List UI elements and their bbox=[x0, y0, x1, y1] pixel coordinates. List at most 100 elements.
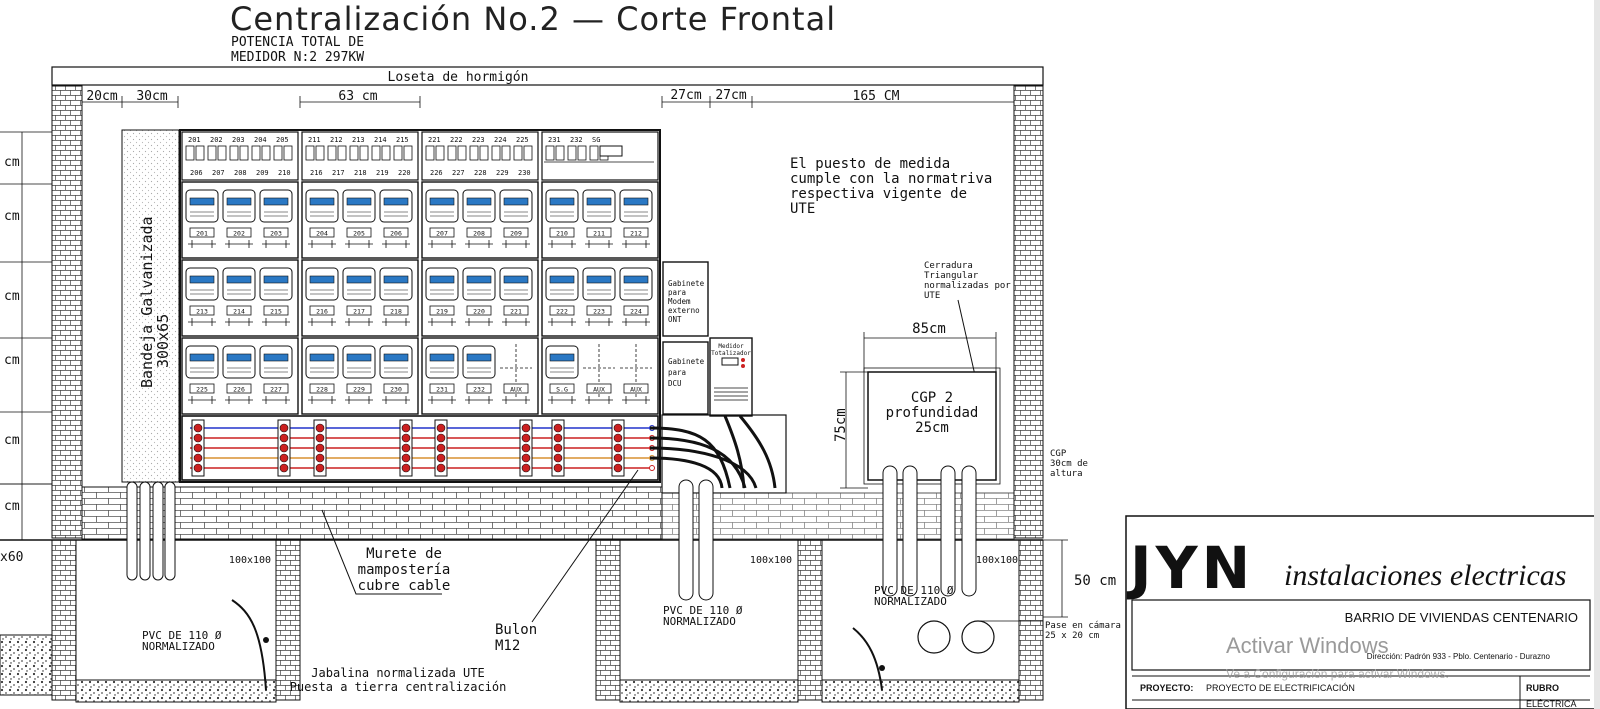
breaker-label-lower: 220 bbox=[398, 169, 411, 177]
bolt-leader-line bbox=[531, 469, 639, 623]
meter-fuse bbox=[431, 318, 453, 326]
breaker-switch bbox=[217, 145, 227, 161]
breaker-switch bbox=[315, 145, 325, 161]
meter-tag bbox=[429, 305, 455, 316]
tray-conduits bbox=[126, 481, 176, 581]
energy-meter bbox=[259, 189, 293, 223]
left-cm-label: cm bbox=[4, 353, 20, 368]
meter-tag-label: AUX bbox=[510, 386, 522, 394]
breaker-label-lower: 218 bbox=[354, 169, 367, 177]
meter-fuse bbox=[588, 318, 610, 326]
meter-tag bbox=[586, 383, 612, 394]
meter-fuse bbox=[191, 318, 213, 326]
meter-display bbox=[586, 275, 612, 284]
busbar-bolt bbox=[193, 423, 203, 433]
meter-tag bbox=[586, 305, 612, 316]
meter-tag bbox=[383, 383, 409, 394]
tray-label-2: 300x65 bbox=[154, 314, 172, 368]
meter-tag bbox=[503, 227, 529, 238]
meter-terminals bbox=[310, 367, 334, 373]
busbar-bolt bbox=[521, 433, 531, 443]
meter-tag bbox=[346, 383, 372, 394]
energy-meter bbox=[342, 189, 376, 223]
dim-165cm: 165 CM bbox=[853, 89, 900, 104]
breaker-switch bbox=[577, 145, 587, 161]
busbar-bolt bbox=[315, 433, 325, 443]
breaker-label-lower: 219 bbox=[376, 169, 389, 177]
energy-meter bbox=[222, 345, 256, 379]
cgp-dimension-75 bbox=[840, 371, 868, 489]
dim-27cm-b: 27cm bbox=[715, 88, 746, 103]
footings bbox=[0, 539, 1044, 703]
meter-display bbox=[346, 353, 372, 362]
breaker-label-lower: 230 bbox=[518, 169, 531, 177]
meter-fuse bbox=[505, 396, 527, 404]
busbar-bolt bbox=[613, 453, 623, 463]
wall-text-line: cubre cable bbox=[358, 578, 451, 594]
busbar-bolt bbox=[279, 423, 289, 433]
energy-meter bbox=[185, 189, 219, 223]
breaker-switch bbox=[447, 145, 457, 161]
dim-27cm-a: 27cm bbox=[670, 88, 701, 103]
meter-display bbox=[429, 353, 455, 362]
busbar-bolt bbox=[401, 433, 411, 443]
busbar-bolt bbox=[613, 423, 623, 433]
meter-fuse bbox=[311, 318, 333, 326]
energy-meter bbox=[619, 189, 653, 223]
breaker-switch bbox=[555, 145, 565, 161]
meter-tag bbox=[623, 227, 649, 238]
meter-tag bbox=[466, 383, 492, 394]
meter-tag bbox=[383, 227, 409, 238]
meter-tag-label: 216 bbox=[316, 308, 328, 316]
meter-fuse bbox=[228, 396, 250, 404]
watermark-line1: Activar Windows bbox=[1226, 633, 1389, 658]
dim-20cm: 20cm bbox=[86, 89, 117, 104]
project-address: Dirección: Padrón 933 - Pblo. Centenario… bbox=[1367, 652, 1551, 661]
breaker-switch bbox=[273, 145, 283, 161]
meter-fuse bbox=[265, 240, 287, 248]
breaker-switch bbox=[567, 145, 577, 161]
meter-tag bbox=[383, 305, 409, 316]
meter-tag bbox=[466, 227, 492, 238]
energy-meter bbox=[545, 189, 579, 223]
meter-fuse bbox=[468, 318, 490, 326]
meter-terminals bbox=[264, 367, 288, 373]
meter-tag bbox=[429, 383, 455, 394]
logo-text: instalaciones electricas bbox=[1284, 559, 1566, 592]
meter-tag bbox=[263, 305, 289, 316]
ground-rod-right bbox=[852, 627, 883, 691]
meter-fuse bbox=[228, 318, 250, 326]
busbar-bolt bbox=[279, 433, 289, 443]
dim-100x100-c: 100x100 bbox=[976, 555, 1018, 566]
busbar-bolt bbox=[315, 453, 325, 463]
meter-tag-label: 228 bbox=[316, 386, 328, 394]
vertical-scrollbar[interactable] bbox=[1594, 0, 1600, 709]
left-cm-label: cm bbox=[4, 289, 20, 304]
meter-display bbox=[346, 197, 372, 206]
meter-terminals bbox=[504, 289, 528, 295]
breaker-switch bbox=[523, 145, 533, 161]
meter-fuse bbox=[348, 396, 370, 404]
note-text-line: UTE bbox=[790, 201, 815, 217]
modem-text-line: externo bbox=[668, 306, 700, 315]
busbar-bolt bbox=[279, 463, 289, 473]
meter-display bbox=[466, 197, 492, 206]
breaker-switch bbox=[239, 145, 249, 161]
cgp-height-text-line: 30cm de bbox=[1050, 459, 1088, 469]
meter-fuse bbox=[385, 396, 407, 404]
meter-terminals bbox=[587, 211, 611, 217]
breaker-label: 204 bbox=[254, 136, 267, 144]
breaker-switch bbox=[425, 145, 435, 161]
cgp-height-text-line: altura bbox=[1050, 469, 1083, 479]
cgp-dimension-85 bbox=[863, 332, 997, 372]
modem-text-line: ONT bbox=[668, 315, 682, 324]
meter-tag-label: 226 bbox=[233, 386, 245, 394]
breaker-switch bbox=[457, 145, 467, 161]
meter-terminals bbox=[467, 367, 491, 373]
energy-meter bbox=[582, 267, 616, 301]
cgp-box bbox=[867, 371, 997, 481]
